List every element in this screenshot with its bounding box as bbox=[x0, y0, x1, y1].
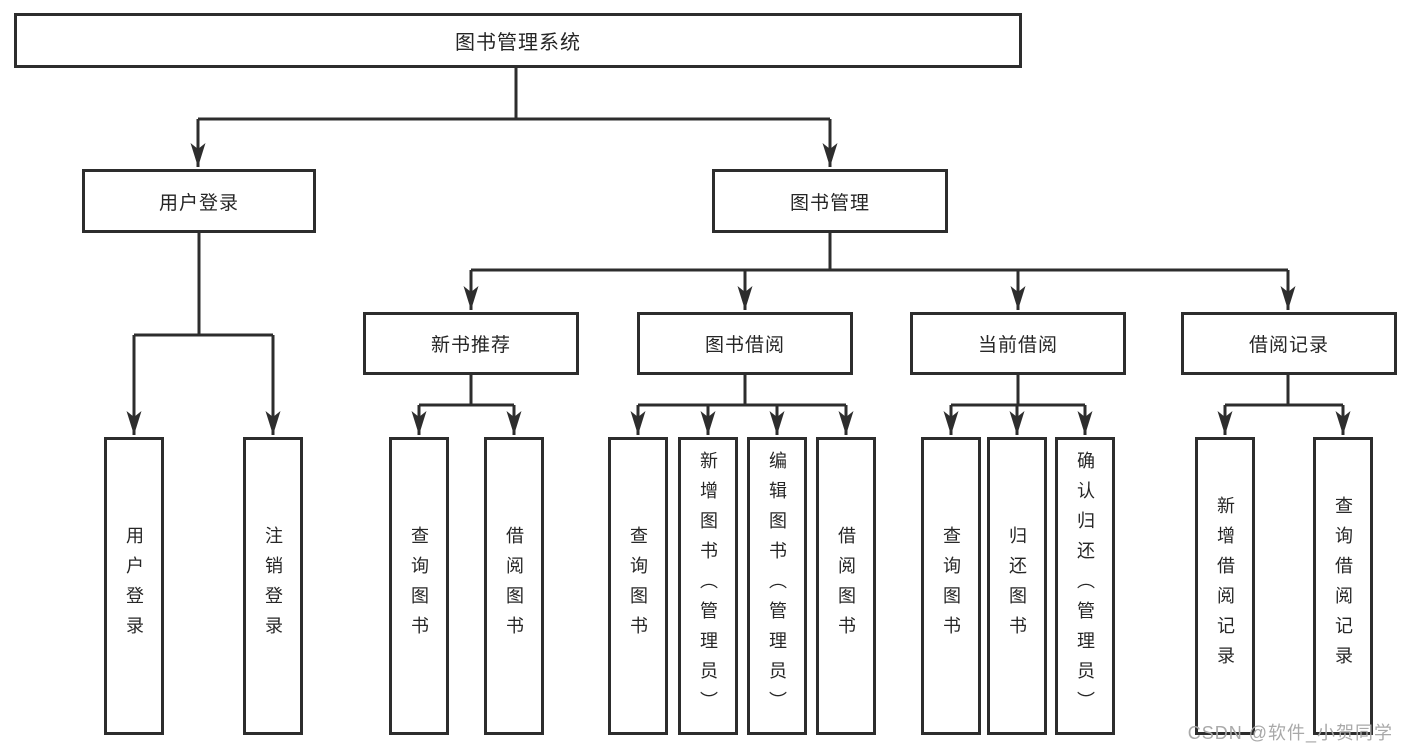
node-label: 查询借阅记录 bbox=[1333, 496, 1353, 676]
node-leaf-query-books-recommend: 查询图书 bbox=[389, 437, 449, 735]
node-leaf-query-borrow-record: 查询借阅记录 bbox=[1313, 437, 1373, 735]
node-current-borrowing: 当前借阅 bbox=[910, 312, 1126, 375]
node-leaf-user-login: 用户登录 bbox=[104, 437, 164, 735]
node-leaf-return-books: 归还图书 bbox=[987, 437, 1047, 735]
node-label: 借阅图书 bbox=[504, 526, 524, 646]
node-book-management: 图书管理 bbox=[712, 169, 948, 233]
node-label: 确认归还（管理员） bbox=[1075, 451, 1095, 721]
node-label: 新增图书（管理员） bbox=[698, 451, 718, 721]
node-label: 新增借阅记录 bbox=[1215, 496, 1235, 676]
node-label: 图书管理系统 bbox=[455, 32, 581, 54]
node-leaf-query-books-borrowing: 查询图书 bbox=[608, 437, 668, 735]
node-leaf-logout: 注销登录 bbox=[243, 437, 303, 735]
node-label: 用户登录 bbox=[158, 192, 239, 214]
node-user-login: 用户登录 bbox=[82, 169, 316, 233]
node-label: 图书管理 bbox=[789, 192, 870, 214]
node-label: 图书借阅 bbox=[704, 335, 785, 356]
node-label: 借阅记录 bbox=[1248, 335, 1329, 356]
node-label: 注销登录 bbox=[263, 526, 283, 646]
node-leaf-query-books-current: 查询图书 bbox=[921, 437, 981, 735]
node-label: 编辑图书（管理员） bbox=[767, 451, 787, 721]
node-label: 查询图书 bbox=[409, 526, 429, 646]
node-leaf-edit-books-admin: 编辑图书（管理员） bbox=[747, 437, 807, 735]
node-library-management-system: 图书管理系统 bbox=[14, 13, 1022, 68]
node-book-borrowing: 图书借阅 bbox=[637, 312, 853, 375]
node-label: 查询图书 bbox=[941, 526, 961, 646]
node-label: 归还图书 bbox=[1007, 526, 1027, 646]
node-label: 查询图书 bbox=[628, 526, 648, 646]
node-leaf-confirm-return-admin: 确认归还（管理员） bbox=[1055, 437, 1115, 735]
watermark: CSDN @软件_小贺同学 bbox=[1187, 723, 1393, 743]
node-label: 借阅图书 bbox=[836, 526, 856, 646]
node-leaf-borrow-books-borrowing: 借阅图书 bbox=[816, 437, 876, 735]
node-borrowing-records: 借阅记录 bbox=[1181, 312, 1397, 375]
node-leaf-add-books-admin: 新增图书（管理员） bbox=[678, 437, 738, 735]
node-new-book-recommendation: 新书推荐 bbox=[363, 312, 579, 375]
node-label: 新书推荐 bbox=[430, 335, 511, 356]
node-label: 当前借阅 bbox=[977, 335, 1058, 356]
node-leaf-borrow-books-recommend: 借阅图书 bbox=[484, 437, 544, 735]
node-leaf-add-borrow-record: 新增借阅记录 bbox=[1195, 437, 1255, 735]
node-label: 用户登录 bbox=[124, 526, 144, 646]
